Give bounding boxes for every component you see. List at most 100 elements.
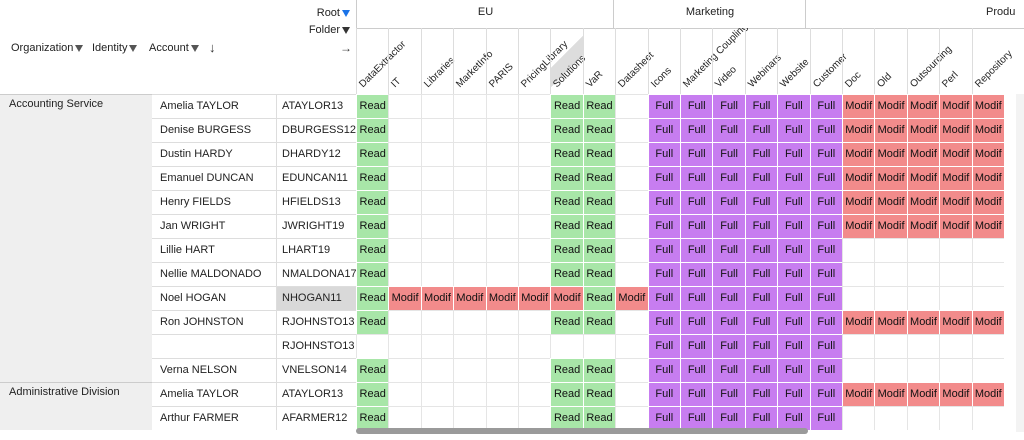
permission-cell[interactable]: Modif	[906, 166, 940, 190]
permission-cell[interactable]: Read	[356, 118, 389, 142]
empty-cell[interactable]	[906, 238, 940, 262]
empty-cell[interactable]	[842, 262, 875, 286]
empty-cell[interactable]	[518, 190, 551, 214]
permission-cell[interactable]: Full	[777, 190, 810, 214]
permission-cell[interactable]: Modif	[615, 286, 648, 310]
empty-cell[interactable]	[518, 214, 551, 238]
permission-cell[interactable]: Read	[582, 382, 616, 406]
vertical-scrollbar[interactable]	[1016, 94, 1024, 434]
empty-cell[interactable]	[518, 118, 551, 142]
column-header[interactable]: Video	[712, 28, 745, 94]
empty-cell[interactable]	[615, 142, 648, 166]
empty-cell[interactable]	[615, 334, 648, 358]
permission-cell[interactable]: Modif	[842, 166, 875, 190]
identity-cell[interactable]: Verna NELSON	[160, 364, 238, 376]
permission-cell[interactable]: Read	[582, 406, 616, 430]
column-header[interactable]: Old	[874, 28, 907, 94]
permission-cell[interactable]: Modif	[939, 310, 972, 334]
column-header[interactable]: Perl	[939, 28, 972, 94]
permission-cell[interactable]: Read	[550, 214, 583, 238]
permission-cell[interactable]: Full	[647, 262, 680, 286]
permission-cell[interactable]: Read	[550, 94, 583, 118]
empty-cell[interactable]	[939, 238, 972, 262]
permission-cell[interactable]: Read	[582, 238, 616, 262]
permission-cell[interactable]: Modif	[971, 190, 1004, 214]
permission-cell[interactable]: Full	[777, 334, 810, 358]
empty-cell[interactable]	[453, 382, 486, 406]
permission-cell[interactable]: Full	[744, 358, 778, 382]
permission-cell[interactable]: Full	[809, 118, 842, 142]
dim-account[interactable]: Account	[149, 42, 199, 54]
permission-cell[interactable]: Full	[777, 310, 810, 334]
empty-cell[interactable]	[582, 334, 616, 358]
permission-cell[interactable]: Full	[777, 166, 810, 190]
empty-cell[interactable]	[420, 310, 454, 334]
permission-cell[interactable]: Read	[550, 406, 583, 430]
empty-cell[interactable]	[485, 94, 518, 118]
column-header[interactable]: Doc	[842, 28, 875, 94]
permission-cell[interactable]: Full	[680, 262, 713, 286]
permission-cell[interactable]: Read	[550, 310, 583, 334]
empty-cell[interactable]	[388, 118, 421, 142]
empty-cell[interactable]	[420, 142, 454, 166]
permission-cell[interactable]: Full	[744, 166, 778, 190]
empty-cell[interactable]	[615, 382, 648, 406]
account-cell[interactable]: EDUNCAN11	[276, 167, 356, 190]
permission-cell[interactable]: Full	[809, 286, 842, 310]
permission-cell[interactable]: Modif	[971, 214, 1004, 238]
permission-cell[interactable]: Read	[582, 358, 616, 382]
permission-cell[interactable]: Modif	[453, 286, 486, 310]
empty-cell[interactable]	[485, 118, 518, 142]
column-header[interactable]: Marketing Coupling	[680, 28, 750, 94]
empty-cell[interactable]	[842, 238, 875, 262]
empty-cell[interactable]	[615, 94, 648, 118]
empty-cell[interactable]	[388, 166, 421, 190]
column-header[interactable]: Libraries	[420, 28, 457, 94]
permission-cell[interactable]: Full	[744, 190, 778, 214]
permission-cell[interactable]: Full	[680, 382, 713, 406]
permission-cell[interactable]: Modif	[971, 310, 1004, 334]
permission-cell[interactable]: Full	[712, 286, 745, 310]
permission-cell[interactable]: Read	[356, 286, 389, 310]
permission-cell[interactable]: Full	[809, 262, 842, 286]
empty-cell[interactable]	[420, 94, 454, 118]
empty-cell[interactable]	[615, 190, 648, 214]
permission-cell[interactable]: Full	[680, 358, 713, 382]
permission-cell[interactable]: Read	[582, 142, 616, 166]
empty-cell[interactable]	[388, 262, 421, 286]
permission-cell[interactable]: Read	[356, 214, 389, 238]
permission-cell[interactable]: Full	[712, 94, 745, 118]
permission-cell[interactable]: Modif	[874, 94, 907, 118]
column-header[interactable]: PricingLibrary	[518, 28, 570, 94]
col-group-marketing[interactable]: Marketing	[613, 0, 806, 28]
permission-cell[interactable]: Read	[356, 190, 389, 214]
empty-cell[interactable]	[906, 358, 940, 382]
account-cell[interactable]: NMALDONA17	[276, 263, 357, 286]
permission-cell[interactable]: Full	[712, 310, 745, 334]
permission-cell[interactable]: Modif	[906, 190, 940, 214]
permission-cell[interactable]: Full	[777, 142, 810, 166]
empty-cell[interactable]	[518, 166, 551, 190]
empty-cell[interactable]	[615, 358, 648, 382]
empty-cell[interactable]	[939, 358, 972, 382]
permission-cell[interactable]: Full	[809, 190, 842, 214]
permission-cell[interactable]: Full	[680, 214, 713, 238]
empty-cell[interactable]	[453, 118, 486, 142]
empty-cell[interactable]	[453, 94, 486, 118]
empty-cell[interactable]	[550, 334, 583, 358]
empty-cell[interactable]	[485, 214, 518, 238]
empty-cell[interactable]	[485, 358, 518, 382]
empty-cell[interactable]	[485, 310, 518, 334]
permission-cell[interactable]: Full	[680, 166, 713, 190]
permission-cell[interactable]: Modif	[939, 382, 972, 406]
empty-cell[interactable]	[388, 214, 421, 238]
permission-cell[interactable]: Modif	[842, 214, 875, 238]
empty-cell[interactable]	[939, 406, 972, 430]
permission-cell[interactable]: Full	[712, 142, 745, 166]
empty-cell[interactable]	[420, 190, 454, 214]
permission-cell[interactable]: Modif	[874, 142, 907, 166]
identity-cell[interactable]: Henry FIELDS	[160, 196, 231, 208]
account-cell[interactable]: VNELSON14	[276, 359, 356, 382]
permission-cell[interactable]: Read	[550, 238, 583, 262]
